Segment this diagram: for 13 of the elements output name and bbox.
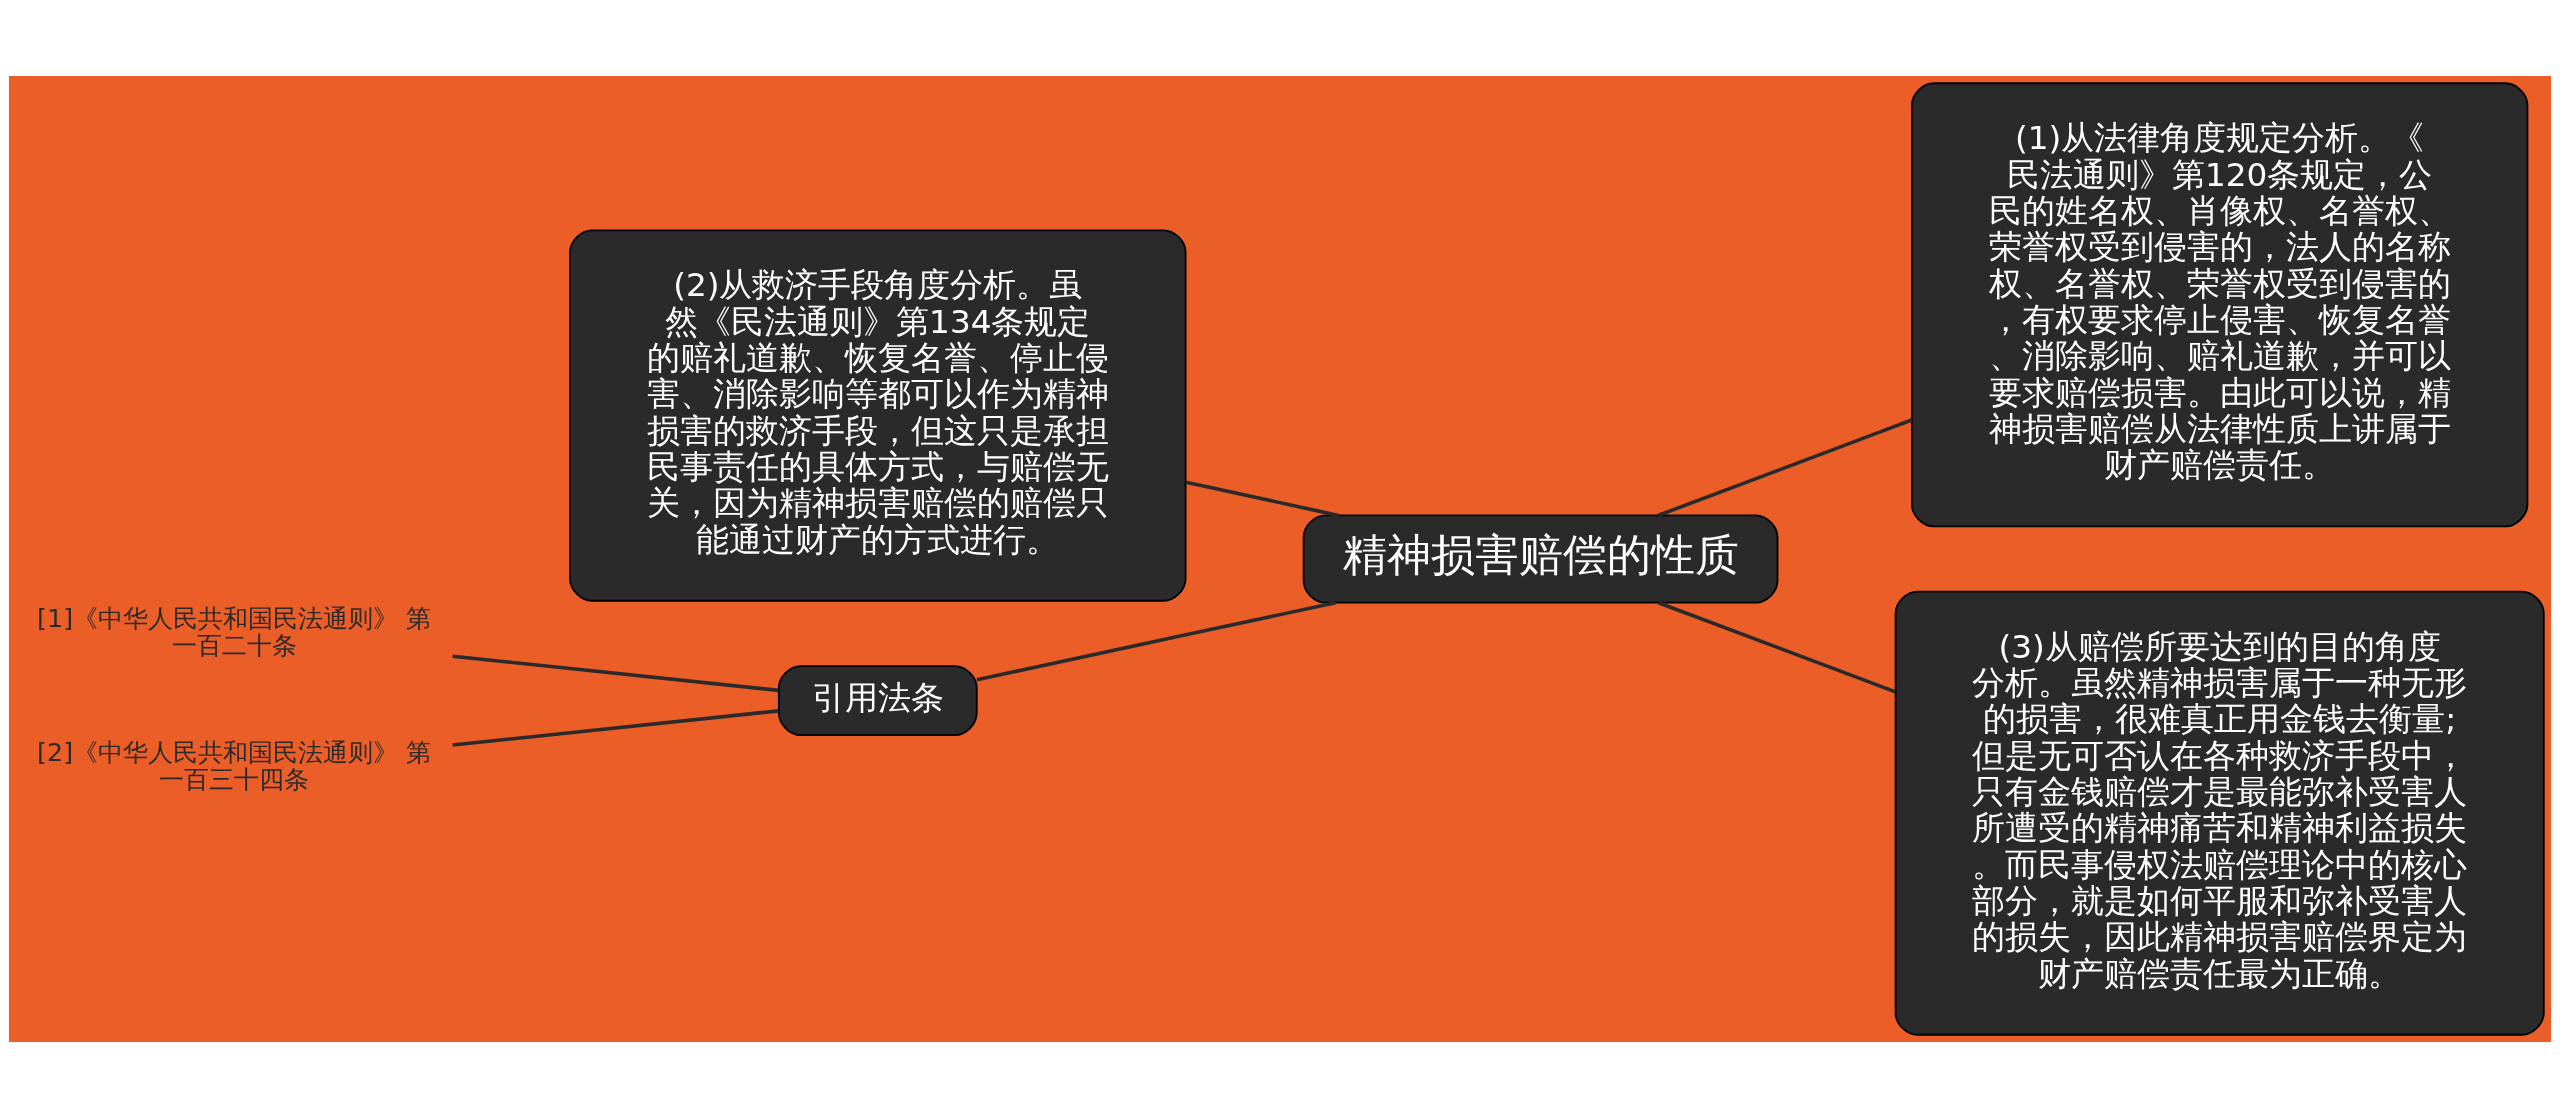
connector [452, 653, 779, 692]
connector [976, 600, 1336, 681]
connector [452, 708, 779, 747]
node-text: [1]《中华人民共和国民法通则》 第一百二十条 [37, 602, 432, 660]
node-box: (1)从法律角度规定分析。《民法通则》第120条规定，公民的姓名权、肖像权、名誉权、荣誉权受到侵害的，法人的名称权、名誉权、荣誉权受到侵害的，有权要求停止侵害、恢复名誉、消除影响、赔礼道歉，并可以要求赔偿损害。由此可以说，精神损害赔偿从法律性质上讲属于财产赔偿责任。 [1911, 81, 2529, 527]
node-box: 精神损害赔偿的性质 [1302, 514, 1779, 603]
node-box: (2)从救济手段角度分析。虽然《民法通则》第134条规定的赔礼道歉、恢复名誉、停止侵害、消除影响等都可以作为精神损害的救济手段，但这只是承担民事责任的具体方式，与赔偿无关，因为精神损害赔偿的赔偿只能通过财产的方式进行。 [569, 228, 1187, 602]
node-text: [2]《中华人民共和国民法通则》 第一百三十四条 [37, 736, 432, 794]
node-box: 引用法条 [777, 664, 978, 736]
connector [1657, 600, 1896, 693]
connector [1185, 479, 1339, 517]
connector [1657, 417, 1913, 517]
node-box: (3)从赔偿所要达到的目的角度分析。虽然精神损害属于一种无形的损害，很难真正用金钱去衡量;但是无可否认在各种救济手段中，只有金钱赔偿才是最能弥补受害人所遭受的精神痛苦和精神利益损失。而民事侵权法赔偿理论中的核心部分，就是如何平服和弥补受害人的损失，因此精神损害赔偿界定为财产赔偿责任最为正确。 [1894, 590, 2545, 1036]
